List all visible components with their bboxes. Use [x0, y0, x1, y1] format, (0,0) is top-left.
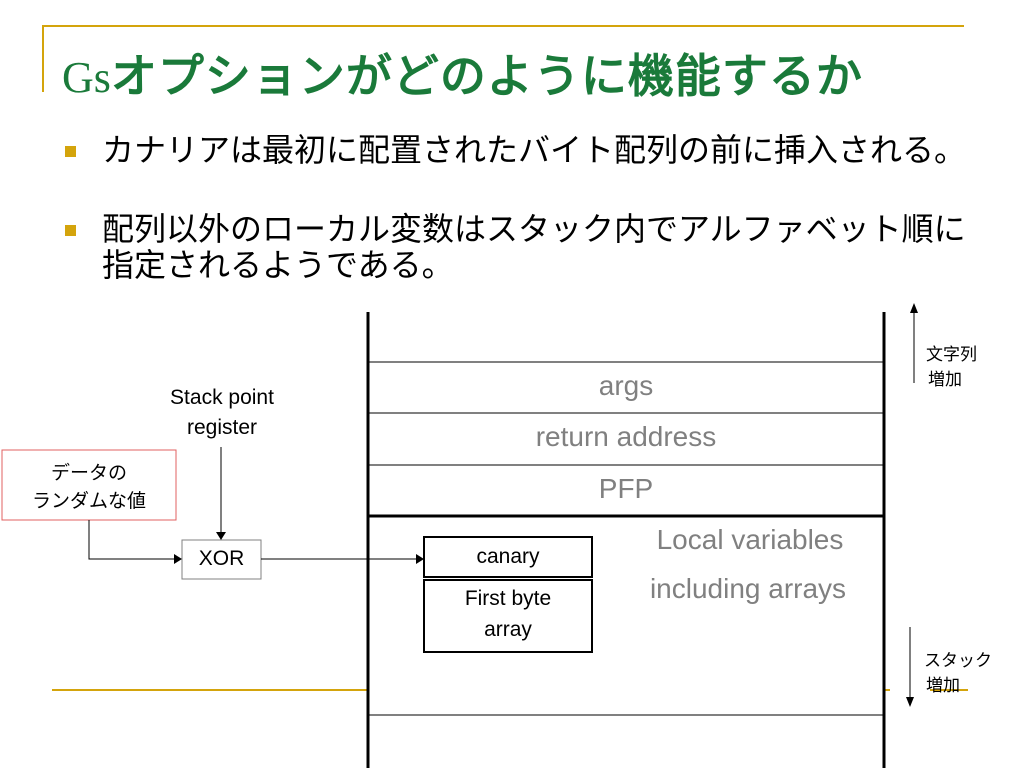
bullet-text: 配列以外のローカル変数はスタック内でアルファベット順に指定されるようである。 — [102, 210, 966, 284]
string-growth-label-line1: 文字列 — [926, 345, 977, 364]
stack-cell-args: args — [598, 370, 654, 401]
random-value-box — [1, 449, 177, 521]
array-label: array — [484, 618, 532, 641]
including-arrays-label: including arrays — [649, 573, 847, 604]
bullet-marker — [65, 146, 76, 157]
stack-growth-label-line1: スタック — [924, 651, 992, 670]
bullet-text: カナリアは最初に配置されたバイト配列の前に挿入される。 — [102, 131, 967, 169]
register-label: register — [186, 416, 258, 439]
random-value-line1: データの — [50, 463, 127, 484]
sp-to-xor-arrowhead — [216, 532, 226, 540]
random-to-xor-line — [88, 520, 176, 560]
stack-growth-label-line2: 増加 — [926, 676, 960, 695]
canary-box — [423, 536, 593, 578]
xor-label: XOR — [198, 547, 245, 570]
stack-cell-return-address: return address — [535, 421, 717, 452]
first-byte-label: First byte — [464, 587, 552, 610]
canary-label: canary — [476, 545, 540, 568]
stack-growth-arrowhead — [906, 697, 914, 707]
title-prefix: Gs — [62, 53, 111, 102]
random-to-xor-arrowhead — [174, 554, 182, 564]
first-byte-array-box — [423, 579, 593, 653]
bullet-marker — [65, 225, 76, 236]
xor-to-canary-arrowhead — [416, 554, 424, 564]
string-growth-label-line2: 増加 — [928, 370, 962, 389]
local-variables-label: Local variables — [656, 524, 844, 555]
slide-title: Gsオプションがどのように機能するか — [62, 40, 863, 106]
string-growth-arrowhead — [910, 303, 918, 313]
stack-point-label: Stack point — [170, 386, 274, 409]
stack-cell-pfp: PFP — [598, 473, 654, 504]
random-value-line2: ランダムな値 — [31, 491, 146, 512]
title-text: オプションがどのように機能するか — [110, 49, 863, 103]
xor-box — [181, 539, 262, 580]
